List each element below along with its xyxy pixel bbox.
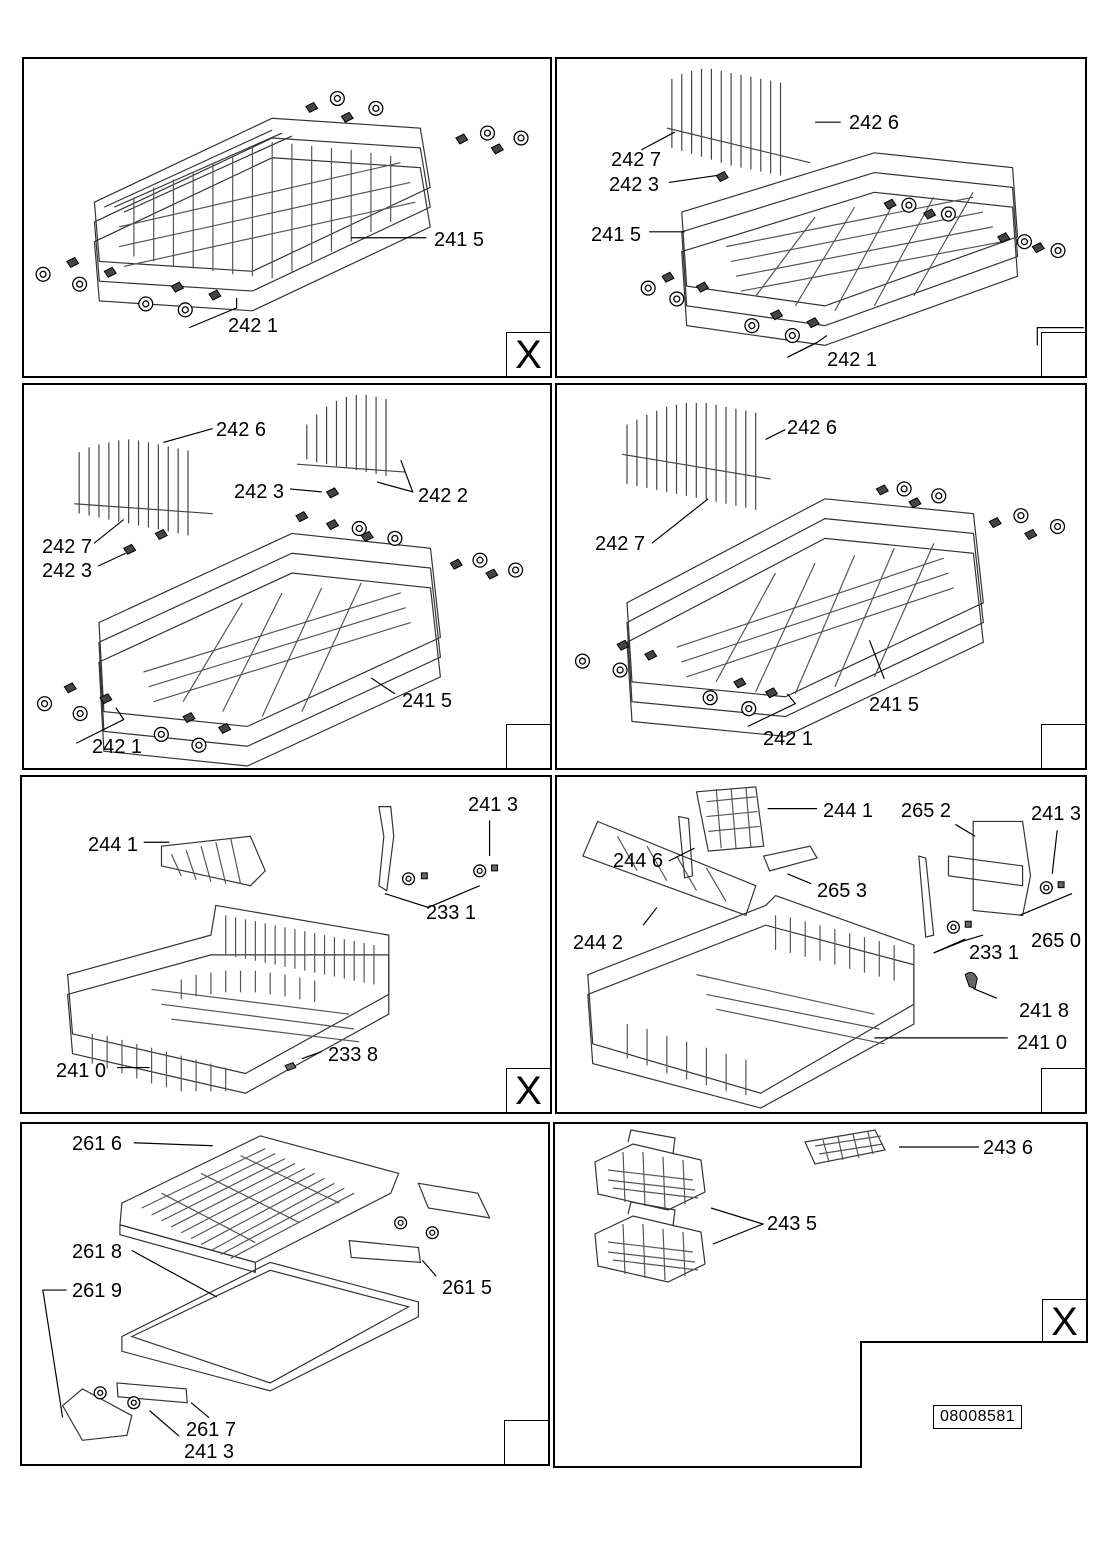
basket-illustration: [35, 90, 529, 329]
corner-mark-box: X: [506, 1068, 550, 1112]
label-233-1: 233 1: [426, 902, 477, 924]
label-242-6: 242 6: [849, 112, 900, 134]
panel-upper-basket-2: 242 6 242 7 242 3 241 5 242 1: [555, 57, 1087, 378]
label-241-3: 241 3: [1031, 803, 1082, 825]
corner-mark-box: [1041, 724, 1085, 768]
label-261-8: 261 8: [72, 1241, 123, 1263]
label-244-6: 244 6: [613, 850, 664, 872]
panel-outline: [553, 1122, 1088, 1468]
label-261-9: 261 9: [72, 1280, 123, 1302]
label-241-5: 241 5: [402, 690, 453, 712]
label-241-5: 241 5: [591, 224, 642, 246]
label-242-6: 242 6: [787, 417, 838, 439]
panel-lower-basket-2: 244 1 265 2 241 3 244 6 265 3 244 2 233 …: [555, 775, 1087, 1114]
label-242-1: 242 1: [92, 736, 143, 758]
corner-mark-box: [1041, 1068, 1085, 1112]
label-243-5: 243 5: [767, 1213, 818, 1235]
label-241-0: 241 0: [56, 1060, 107, 1082]
label-233-8: 233 8: [328, 1044, 379, 1066]
basket-illustration: [574, 402, 1066, 737]
tray-illustration: [42, 1135, 491, 1441]
label-242-6: 242 6: [216, 419, 267, 441]
corner-mark-box: [504, 1420, 548, 1464]
label-261-7: 261 7: [186, 1419, 237, 1441]
label-265-0: 265 0: [1031, 930, 1082, 952]
label-242-1: 242 1: [228, 315, 279, 337]
corner-mark-box: X: [1042, 1299, 1088, 1343]
label-241-0: 241 0: [1017, 1032, 1068, 1054]
panel-cutlery-basket: 243 6 243 5 X 08008581: [553, 1122, 1088, 1468]
label-242-3-a: 242 3: [234, 481, 285, 503]
panel-cutlery-tray: 261 6 261 8 261 9 261 5 261 7 241 3: [20, 1122, 550, 1466]
label-242-7: 242 7: [611, 149, 662, 171]
label-241-5: 241 5: [869, 694, 920, 716]
corner-mark-box: X: [506, 332, 550, 376]
label-244-2: 244 2: [573, 932, 624, 954]
label-261-6: 261 6: [72, 1133, 123, 1155]
panel-lower-basket-1: 241 3 244 1 233 1 233 8 241 0 X: [20, 775, 552, 1114]
label-265-2: 265 2: [901, 800, 952, 822]
panel-upper-basket-1: 241 5 242 1 X: [22, 57, 552, 378]
label-242-3-b: 242 3: [42, 560, 93, 582]
label-261-5: 261 5: [442, 1277, 493, 1299]
corner-mark-box: [506, 724, 550, 768]
label-233-1: 233 1: [969, 942, 1020, 964]
document-number: 08008581: [933, 1405, 1023, 1429]
panel-upper-basket-4: 242 6 242 7 241 5 242 1: [555, 383, 1087, 770]
basket-illustration: [66, 806, 498, 1094]
label-244-1: 244 1: [88, 834, 139, 856]
label-241-3: 241 3: [184, 1441, 235, 1463]
label-265-3: 265 3: [817, 880, 868, 902]
label-242-1: 242 1: [763, 728, 814, 750]
basket-illustration: [640, 68, 1084, 358]
label-241-3: 241 3: [468, 794, 519, 816]
label-241-5: 241 5: [434, 229, 485, 251]
label-242-2: 242 2: [418, 485, 469, 507]
label-243-6: 243 6: [983, 1137, 1034, 1159]
corner-mark-box: [1041, 332, 1085, 376]
label-244-1: 244 1: [823, 800, 874, 822]
label-242-3: 242 3: [609, 174, 660, 196]
label-241-8: 241 8: [1019, 1000, 1070, 1022]
panel-upper-basket-3: 242 6 242 3 242 2 242 7 242 3 241 5 242 …: [22, 383, 552, 770]
basket-illustration: [582, 786, 1073, 1109]
label-242-7: 242 7: [595, 533, 646, 555]
label-242-7: 242 7: [42, 536, 93, 558]
label-242-1: 242 1: [827, 349, 878, 371]
basket-illustration: [36, 394, 524, 767]
